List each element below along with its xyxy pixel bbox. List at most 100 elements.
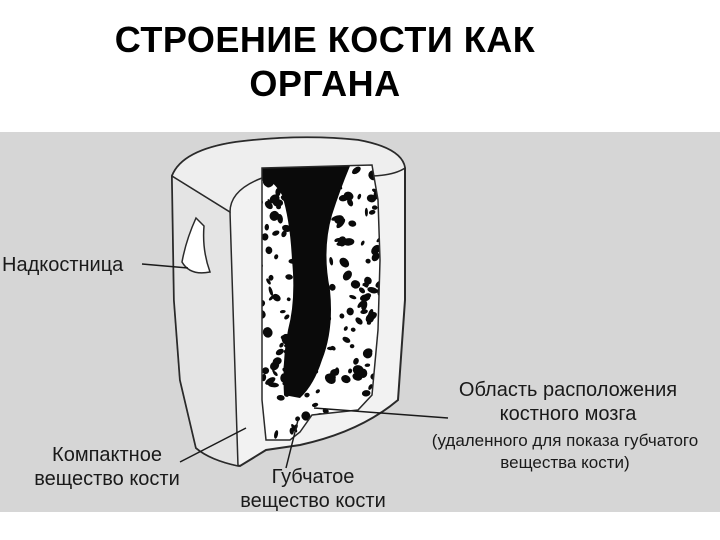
spongy-pore [368,384,373,390]
spongy-pore [274,254,279,260]
spongy-pore [352,166,361,175]
periosteum-flap [181,216,212,274]
spongy-pore [295,416,301,422]
spongy-pore [265,246,273,255]
spongy-pore [342,336,351,343]
spongy-pore [282,224,291,232]
spongy-pore [268,286,274,296]
compact-leader [179,427,247,463]
compact-line-1: Компактное [52,444,162,466]
spongy-pore [311,402,319,408]
spongy-pore [315,389,320,394]
spongy-pore [272,370,278,377]
spongy-pore [366,194,377,203]
spongy-pore [352,437,359,440]
label-marrow-note: (удаленного для показа губчатого веществ… [410,430,720,474]
spongy-pore [349,344,355,349]
spongy-pore [376,236,380,243]
outer-face-shading [171,174,239,467]
spongy-pore [343,191,354,201]
spongy-pore [364,207,368,217]
spongy-pore [264,223,270,231]
spongy-leader [285,419,299,469]
spongy-pore [262,233,269,241]
spongy-pore [272,293,281,302]
spongy-pore [361,390,371,397]
spongy-pore [362,283,369,288]
spongy-pore [349,294,357,300]
spongy-pore [357,193,362,200]
spongy-pore [274,430,279,439]
spongy-pore [357,300,365,308]
label-marrow-area: Область расположения костного мозга [438,378,698,426]
spongy-pore [359,294,371,302]
spongy-pore [358,287,366,294]
bottom-strip [0,512,720,540]
spongy-pore [350,280,361,289]
spongy-pore [371,252,380,262]
spongy-pore [289,427,294,435]
marrow-note-line-1: (удаленного для показа губчатого [431,431,699,450]
spongy-pore [329,256,334,266]
spongy-pore [360,240,365,246]
spongy-pore [269,210,280,221]
spongy-line-2: вещество кости [240,490,386,512]
spongy-pore [281,230,287,238]
spongy-pore [285,274,293,280]
compact-line-2: вещество кости [34,468,180,490]
spongy-pore [350,327,356,332]
title-line-1: СТРОЕНИЕ КОСТИ КАК [114,19,536,60]
periosteum-leader [141,263,189,269]
spongy-pore [367,286,378,294]
spongy-pore [272,230,280,236]
spongy-pore [354,365,359,373]
spongy-pore [355,317,363,325]
marrow-line-2: костного мозга [499,403,637,425]
diagram-title: СТРОЕНИЕ КОСТИ КАК ОРГАНА [0,18,650,106]
spongy-pore [375,279,380,288]
spongy-pore [284,314,290,320]
marrow-channel [262,166,350,398]
spongy-pore [301,411,311,421]
spongy-pore [277,214,283,224]
spongy-pore [330,345,336,351]
spongy-pore [330,368,339,377]
spongy-pore [280,335,286,340]
label-compact-bone: Компактное вещество кости [22,443,192,491]
spongy-pore [266,278,271,285]
spongy-pore [276,394,285,401]
spongy-pore [368,209,376,215]
marrow-line-1: Область расположения [458,379,678,401]
spongy-pore [279,342,284,348]
spongy-pore [262,327,273,338]
spongy-pore [272,199,284,207]
spongy-bone-region [262,165,380,440]
spongy-pore [268,274,274,281]
spongy-pore [286,297,291,302]
spongy-pore [279,309,286,314]
spongy-pore [343,326,348,331]
spongy-pore [367,308,374,320]
label-spongy-bone: Губчатое вещество кости [228,465,398,513]
spongy-pore [262,299,266,307]
spongy-pore [270,361,280,371]
marrow-note-line-2: вещества кости) [500,453,630,472]
spongy-pore [336,218,346,229]
spongy-pore [364,363,371,367]
spongy-pore [267,199,272,207]
spongy-pore [347,198,354,207]
spongy-pore [329,283,336,291]
spongy-pore [275,348,284,356]
spongy-pore [331,215,343,221]
spongy-pore [346,307,354,316]
spongy-pore [365,258,371,264]
spongy-pore [265,377,276,385]
spongy-pore [262,367,270,375]
spongy-pore [348,368,353,374]
spongy-pore [360,309,368,314]
spongy-pore [339,257,350,268]
spongy-pore [342,270,352,281]
spongy-line-1: Губчатое [271,466,355,488]
spongy-pore [304,392,310,398]
